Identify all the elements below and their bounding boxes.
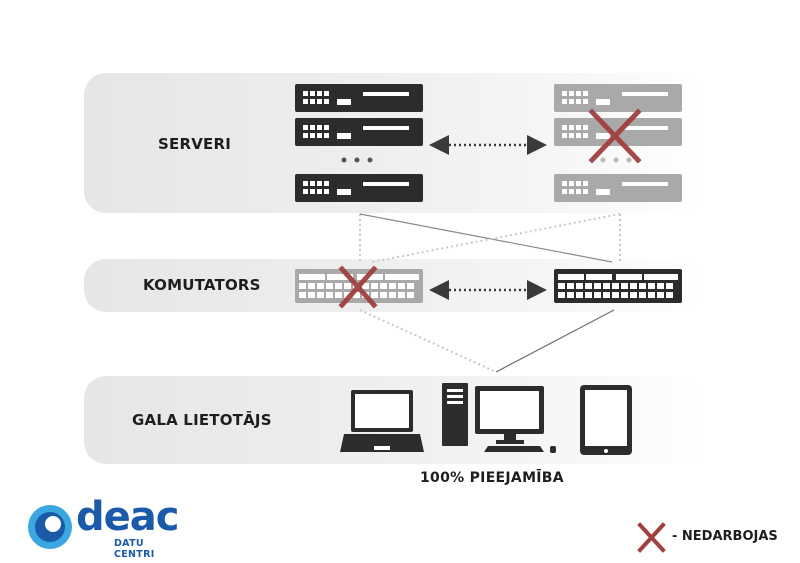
backup-server-stack (554, 84, 682, 202)
desktop-monitor-icon (475, 386, 544, 444)
server-unit (554, 174, 682, 202)
logo-wordmark: deac (76, 494, 179, 540)
connection-lines (359, 213, 621, 373)
laptop-icon (340, 390, 424, 452)
server-unit (295, 118, 423, 146)
availability-caption: 100% PIEEJAMĪBA (420, 470, 564, 486)
primary-server-stack (295, 84, 423, 202)
desktop-keyboard-icon (484, 446, 556, 453)
switches-label: KOMUTATORS (143, 276, 261, 294)
desktop-tower-icon (442, 383, 468, 446)
servers-label: SERVERI (158, 135, 231, 153)
backup-switch (554, 269, 682, 303)
deac-logo-icon (28, 505, 72, 549)
failed-switch-cross-icon (338, 265, 378, 309)
legend-failed-label: - NEDARBOJAS (672, 529, 778, 544)
server-unit (295, 174, 423, 202)
end-users-label: GALA LIETOTĀJS (132, 411, 272, 429)
deac-logo: deac DATU CENTRI (28, 494, 188, 560)
failed-server-cross-icon (588, 108, 642, 164)
tablet-icon (580, 385, 632, 455)
server-unit (295, 84, 423, 112)
legend-cross-icon (637, 522, 666, 553)
server-unit (554, 84, 682, 112)
logo-subtitle: DATU CENTRI (114, 538, 155, 560)
